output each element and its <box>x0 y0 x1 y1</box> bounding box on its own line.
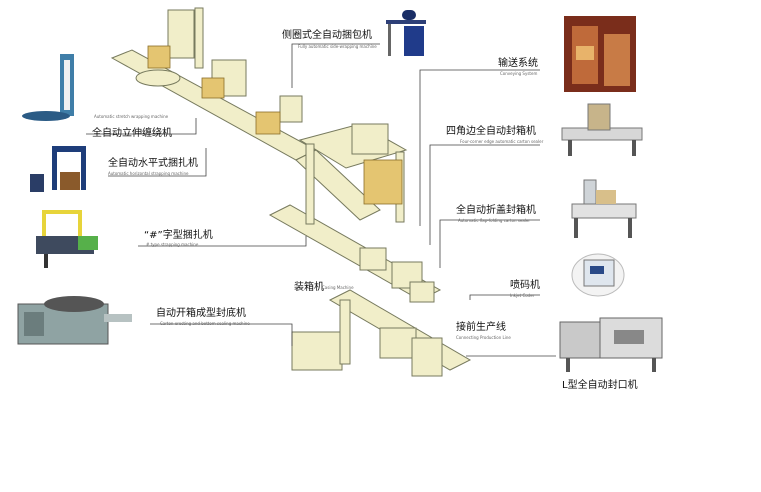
gantry-box <box>351 123 389 155</box>
leader-horizontal-strapper <box>108 148 207 177</box>
l-sealer-photo <box>556 312 668 374</box>
label-hash-strapper: “#”字型捆扎机 <box>144 230 213 241</box>
connect-station-2 <box>411 337 443 377</box>
leader-stretch-wrapper <box>86 118 197 135</box>
carton-1 <box>147 45 171 69</box>
hash-strapper-photo <box>34 206 100 272</box>
auto-carton-sealer-photo <box>566 178 642 242</box>
sub-line-connect: Connecting Production Line <box>456 335 511 340</box>
carton-3 <box>255 111 281 135</box>
sub-horizontal-strapper: Automatic horizontal strapping machine <box>108 171 189 176</box>
sealer-unit-3 <box>409 281 435 303</box>
label-inkjet: 喷码机 <box>510 280 540 291</box>
sub-stretch-wrapper: Automatic stretch wrapping machine <box>94 114 169 119</box>
label-case-packer: 装箱机 <box>294 282 324 293</box>
gantry-leg-1 <box>305 143 315 225</box>
leader-carton-erector <box>150 323 293 346</box>
leader-conveyor <box>419 69 540 226</box>
leader-four-corner <box>429 144 540 245</box>
leader-auto-sealer <box>439 219 540 268</box>
sub-auto-carton-sealer: Automatic flap-folding carton sealer <box>458 218 531 223</box>
label-line-connect: 接前生产线 <box>456 322 506 333</box>
carton-stack <box>363 159 403 205</box>
label-conveyor: 输送系统 <box>498 58 538 69</box>
connect-station <box>379 327 417 359</box>
conveyor-photo <box>564 16 636 92</box>
sub-side-wrapper: Fully automatic side-wrapping machine <box>298 44 377 49</box>
leader-side-wrapper <box>291 43 380 88</box>
case-packer-frame <box>291 331 343 371</box>
station-3 <box>279 95 303 123</box>
sub-carton-erector: Carton erecting and bottom sealing machi… <box>160 321 250 326</box>
sub-conveyor: Conveying System <box>500 71 538 76</box>
label-four-corner-sealer: 四角边全自动封箱机 <box>446 126 536 137</box>
label-auto-carton-sealer: 全自动折盖封箱机 <box>456 205 536 216</box>
label-carton-erector: 自动开箱成型封底机 <box>156 308 246 319</box>
sealer-unit-1 <box>359 247 387 271</box>
label-l-sealer: L型全自动封口机 <box>562 380 638 391</box>
leader-inkjet <box>469 294 540 300</box>
wrapper-tower <box>167 9 195 59</box>
horizontal-strapper-photo <box>26 138 94 198</box>
case-packer-post <box>339 299 351 365</box>
sub-four-corner-sealer: Four-corner edge automatic carton sealer <box>460 139 544 144</box>
label-horizontal-strapper: 全自动水平式捆扎机 <box>108 158 198 169</box>
sub-inkjet: Inkjet Coder <box>510 293 535 298</box>
turntable <box>135 69 181 87</box>
side-wrapper-photo <box>380 8 432 60</box>
label-stretch-wrapper: 全自动立伸缠绕机 <box>92 128 172 139</box>
leader-hash-strapper <box>138 236 307 247</box>
carton-erector-photo <box>14 286 134 352</box>
four-corner-sealer-photo <box>558 100 646 160</box>
inkjet-photo <box>570 252 626 298</box>
carton-2 <box>201 77 225 99</box>
label-side-wrapper: 侧圈式全自动捆包机 <box>282 30 372 41</box>
stretch-wrapper-photo <box>20 54 84 124</box>
sub-case-packer: Casing Machine <box>322 285 354 290</box>
wrapper-mast <box>194 7 204 69</box>
sub-hash-strapper: # type strapping machine <box>146 242 199 247</box>
